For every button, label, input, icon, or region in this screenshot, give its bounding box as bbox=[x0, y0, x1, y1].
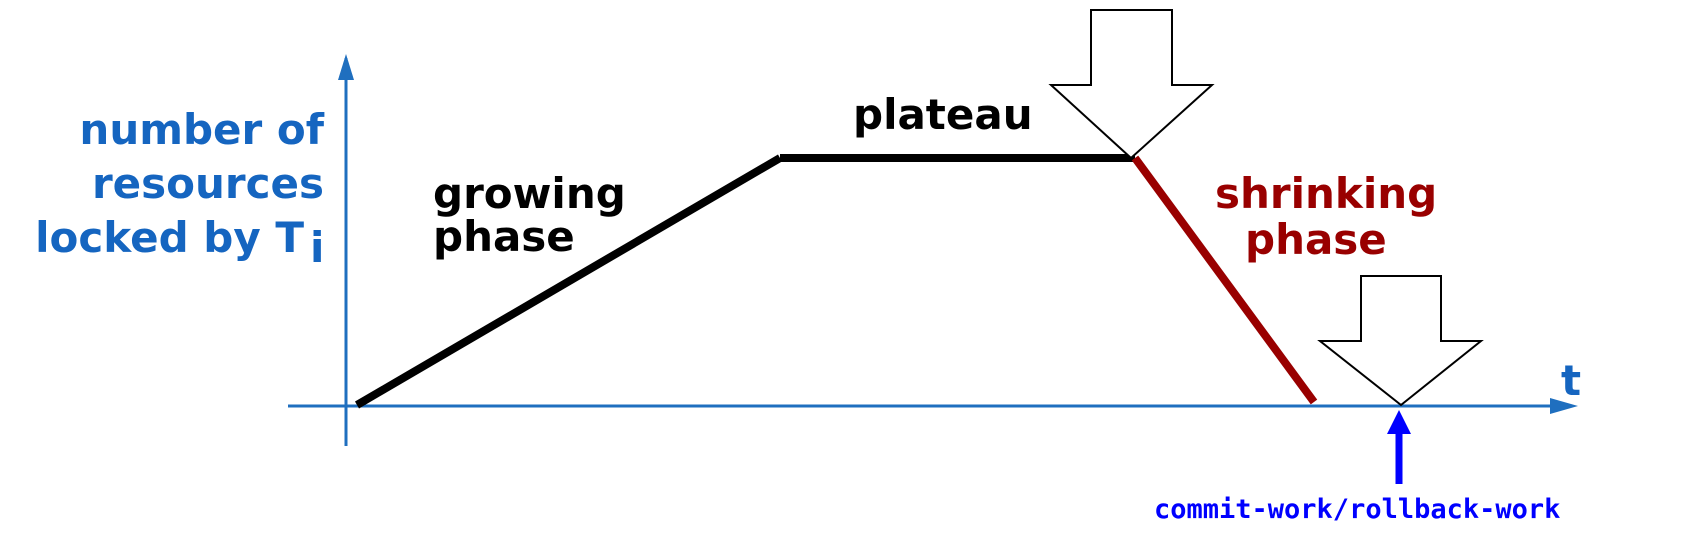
y-axis-arrowhead bbox=[338, 54, 354, 80]
shrinking-phase-line bbox=[1131, 155, 1318, 405]
commit-down-arrow-icon bbox=[1317, 275, 1484, 407]
commit-rollback-label: commit-work/rollback-work bbox=[1154, 494, 1560, 525]
y-axis-label-subscript: i bbox=[310, 223, 324, 272]
x-axis-label: t bbox=[1561, 356, 1581, 405]
growing-phase-label-line1: growing bbox=[433, 169, 626, 218]
plateau-label: plateau bbox=[853, 90, 1033, 139]
growing-phase-line bbox=[354, 154, 783, 409]
x-axis-arrowhead bbox=[1550, 398, 1578, 414]
shrinking-phase-label-line2: phase bbox=[1245, 215, 1387, 264]
commit-pointer-arrowhead bbox=[1387, 410, 1411, 434]
plateau-end-down-arrow-icon bbox=[1048, 9, 1215, 160]
y-axis-label-line3: locked by T bbox=[35, 213, 304, 262]
shrinking-phase-label-line1: shrinking bbox=[1215, 169, 1437, 218]
growing-phase-label-line2: phase bbox=[433, 212, 575, 261]
y-axis-label-line1: number of bbox=[79, 105, 324, 154]
y-axis-label-line2: resources bbox=[92, 159, 324, 208]
